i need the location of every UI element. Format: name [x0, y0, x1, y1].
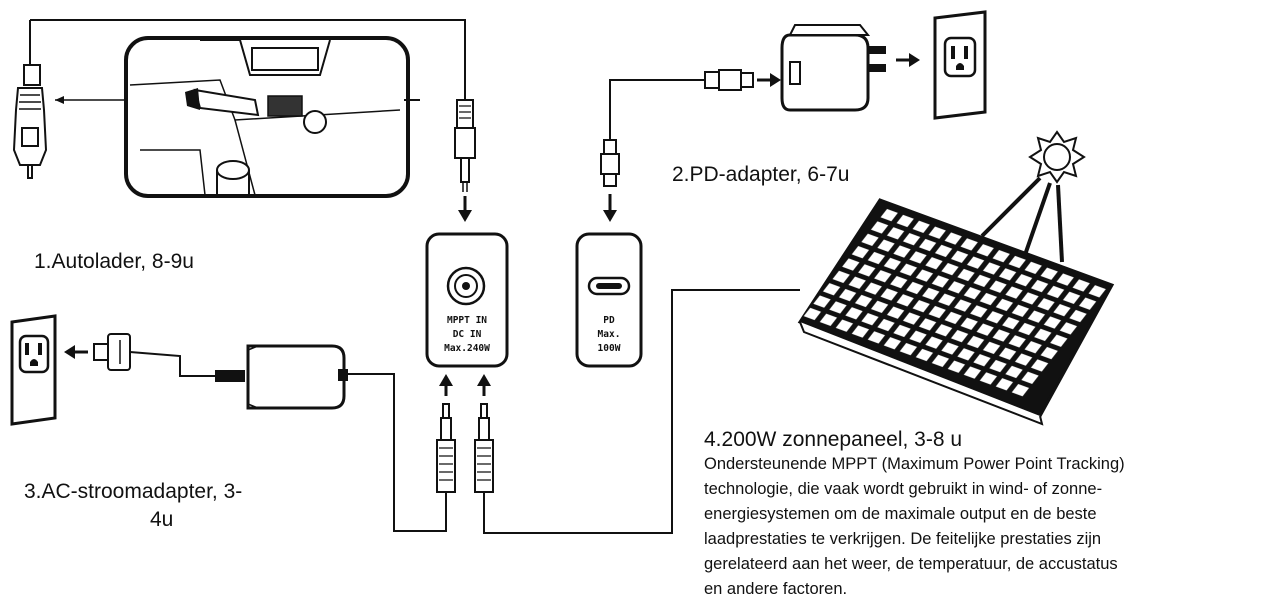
dc-barrel-plug-icon	[436, 403, 456, 493]
solar-desc-line-2: technologie, die vaak wordt gebruikt in …	[704, 480, 1103, 498]
arrow-down-pd	[603, 194, 617, 222]
dc-port-label-3: Max.240W	[444, 343, 490, 354]
pd-port-label-1: PD	[603, 315, 615, 326]
solar-desc-line-5: gerelateerd aan het weer, de temperatuur…	[704, 555, 1118, 573]
label-ac-adapter-2: 4u	[150, 508, 174, 531]
ac-plug-icon	[93, 333, 131, 371]
usb-c-plug-icon	[600, 139, 620, 187]
label-ac-adapter-1: 3.AC-stroomadapter, 3-	[24, 480, 243, 503]
label-car-charger: 1.Autolader, 8-9u	[34, 250, 194, 273]
solar-desc-line-4: laadprestaties te verkrijgen. De feiteli…	[704, 530, 1102, 548]
ac-wire	[346, 373, 447, 532]
solar-wire	[483, 289, 800, 534]
pd-port-label-3: 100W	[598, 343, 621, 354]
solar-desc-line-1: Ondersteunende MPPT (Maximum Power Point…	[704, 455, 1125, 473]
car-charger-icon	[12, 19, 466, 179]
solar-panel-icon	[797, 198, 1115, 426]
arrow-up-left	[439, 374, 453, 396]
wall-outlet-icon	[10, 314, 57, 426]
pd-port-label-2: Max.	[598, 329, 621, 340]
usb-wall-adapter-icon	[780, 24, 886, 112]
dc-in-port-panel: MPPT IN DC IN Max.240W	[425, 232, 509, 368]
dc-barrel-plug-icon	[474, 403, 494, 493]
label-pd-adapter: 2.PD-adapter, 6-7u	[672, 163, 850, 186]
pd-port-panel: PD Max. 100W	[575, 232, 643, 368]
ac-cord	[129, 351, 215, 377]
dc-port-label-2: DC IN	[453, 329, 482, 340]
usb-c-cable	[609, 79, 705, 140]
label-solar-title: 4.200W zonnepaneel, 3-8 u	[704, 428, 963, 451]
ac-power-brick-icon	[215, 344, 348, 410]
solar-description: Ondersteunende MPPT (Maximum Power Point…	[704, 452, 1271, 602]
dc-port-label-1: MPPT IN	[447, 315, 487, 326]
arrow-up-right	[477, 374, 491, 396]
solar-desc-line-3: energiesystemen om de maximale output en…	[704, 505, 1097, 523]
wall-outlet-icon	[933, 10, 987, 120]
car-dashboard-icon	[124, 36, 410, 198]
car-charger-arrowhead	[55, 96, 64, 104]
solar-desc-line-6: en andere factoren.	[704, 580, 848, 598]
usb-a-plug-icon	[704, 69, 754, 91]
arrow-right-wall-top	[896, 53, 920, 67]
arrow-down-dc	[458, 196, 472, 222]
arrow-right-usb	[757, 73, 781, 87]
dc-barrel-plug-icon	[454, 99, 476, 192]
sun-icon	[1028, 130, 1086, 184]
arrow-left-wall	[64, 345, 88, 359]
